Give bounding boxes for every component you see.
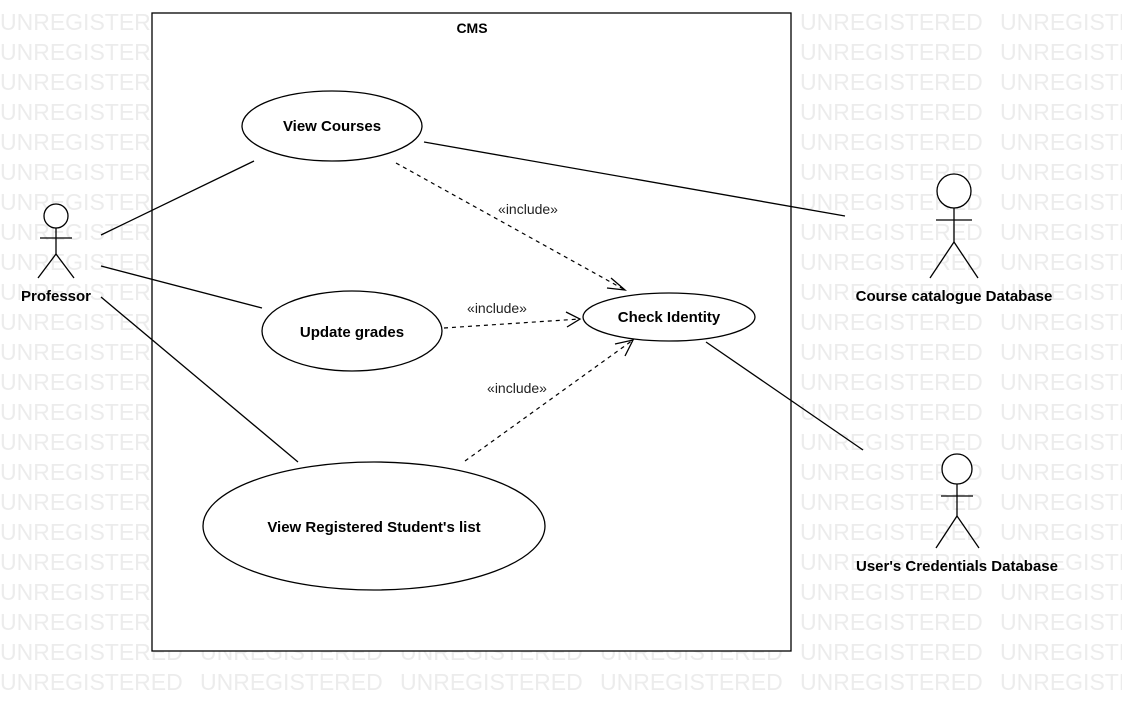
watermark-text: UNREGISTERED [800, 489, 983, 515]
watermark-text: UNREGISTERED [1000, 519, 1122, 545]
watermark-text: UNREGISTERED [1000, 369, 1122, 395]
watermark-text: UNREGISTERED [1000, 579, 1122, 605]
use-case-view-courses-label: View Courses [283, 118, 381, 135]
assoc-professor-update-grades [100, 265, 263, 309]
actor-professor-label: Professor [21, 288, 91, 305]
watermark-text: UNREGISTERED [1000, 309, 1122, 335]
watermark-text: UNREGISTERED [1000, 249, 1122, 275]
watermark-text: UNREGISTERED [1000, 429, 1122, 455]
actor-professor[interactable]: Professor [21, 203, 91, 305]
watermark-text: UNREGISTERED [1000, 549, 1122, 575]
watermark-text: UNREGISTERED [1000, 69, 1122, 95]
actor-icon [37, 203, 75, 279]
assoc-professor-view-courses [100, 160, 255, 236]
include-label-3: «include» [487, 380, 547, 396]
watermark-text: UNREGISTERED [800, 279, 983, 305]
watermark-text: UNREGISTERED [800, 39, 983, 65]
use-case-view-registered-label: View Registered Student's list [267, 519, 480, 536]
include-view-registered-check-identity [464, 339, 634, 462]
watermark-text: UNREGISTERED [800, 99, 983, 125]
assoc-view-courses-catalogue-db [423, 141, 846, 217]
watermark-text: UNREGISTERED [1000, 129, 1122, 155]
include-arrowhead-2 [565, 311, 582, 328]
use-case-view-courses[interactable]: View Courses [241, 90, 423, 162]
actor-users-credentials-db[interactable]: User's Credentials Database [856, 453, 1058, 575]
watermark-text: UNREGISTERED [800, 309, 983, 335]
watermark-text: UNREGISTERED [1000, 639, 1122, 665]
watermark-text: UNREGISTERED [800, 9, 983, 35]
use-case-update-grades[interactable]: Update grades [261, 290, 443, 372]
watermark-text: UNREGISTERED [800, 639, 983, 665]
watermark-text: UNREGISTERED [0, 669, 183, 695]
actor-icon [935, 453, 980, 549]
watermark-text: UNREGISTERED [800, 69, 983, 95]
include-arrowhead-3 [614, 339, 635, 357]
watermark-text: UNREGISTERED [800, 669, 983, 695]
use-case-check-identity[interactable]: Check Identity [582, 292, 756, 342]
watermark-text: UNREGISTERED [1000, 9, 1122, 35]
actor-course-catalogue-db[interactable]: Course catalogue Database [856, 173, 1053, 305]
include-update-grades-check-identity [443, 318, 581, 329]
actor-icon [929, 173, 979, 279]
watermark-text: UNREGISTERED [1000, 339, 1122, 365]
watermark-text: UNREGISTERED [800, 249, 983, 275]
watermark-text: UNREGISTERED [1000, 459, 1122, 485]
watermark-text: UNREGISTERED [800, 129, 983, 155]
assoc-professor-view-registered [100, 296, 299, 463]
actor-course-catalogue-db-label: Course catalogue Database [856, 288, 1053, 305]
watermark-text: UNREGISTERED [1000, 39, 1122, 65]
watermark-text: UNREGISTERED [1000, 609, 1122, 635]
actor-users-credentials-db-label: User's Credentials Database [856, 558, 1058, 575]
watermark-text: UNREGISTERED [800, 399, 983, 425]
watermark-text: UNREGISTERED [1000, 159, 1122, 185]
watermark-text: UNREGISTERED [800, 579, 983, 605]
watermark-text: UNREGISTERED [1000, 489, 1122, 515]
include-arrowhead-1 [606, 277, 628, 291]
watermark-text: UNREGISTERED [800, 369, 983, 395]
watermark-text: UNREGISTERED [600, 669, 783, 695]
include-label-2: «include» [467, 300, 527, 316]
watermark-text: UNREGISTERED [800, 609, 983, 635]
watermark-text: UNREGISTERED [1000, 669, 1122, 695]
watermark-text: UNREGISTERED [800, 339, 983, 365]
watermark-text: UNREGISTERED [400, 669, 583, 695]
watermark-text: UNREGISTERED [200, 669, 383, 695]
watermark-text: UNREGISTERED [800, 519, 983, 545]
include-label-1: «include» [498, 201, 558, 217]
watermark-text: UNREGISTERED [1000, 99, 1122, 125]
use-case-check-identity-label: Check Identity [618, 309, 721, 326]
include-view-courses-check-identity [395, 162, 626, 291]
watermark-text: UNREGISTERED [1000, 189, 1122, 215]
watermark-text: UNREGISTERED [800, 549, 983, 575]
system-title: CMS [456, 20, 487, 36]
watermark-text: UNREGISTERED [1000, 399, 1122, 425]
use-case-update-grades-label: Update grades [300, 324, 404, 341]
watermark-text: UNREGISTERED [1000, 219, 1122, 245]
use-case-view-registered-students[interactable]: View Registered Student's list [202, 461, 546, 591]
watermark-text: UNREGISTERED [1000, 279, 1122, 305]
watermark-text: UNREGISTERED [800, 219, 983, 245]
watermark-text: UNREGISTERED [800, 429, 983, 455]
assoc-check-identity-credentials-db [705, 341, 864, 451]
